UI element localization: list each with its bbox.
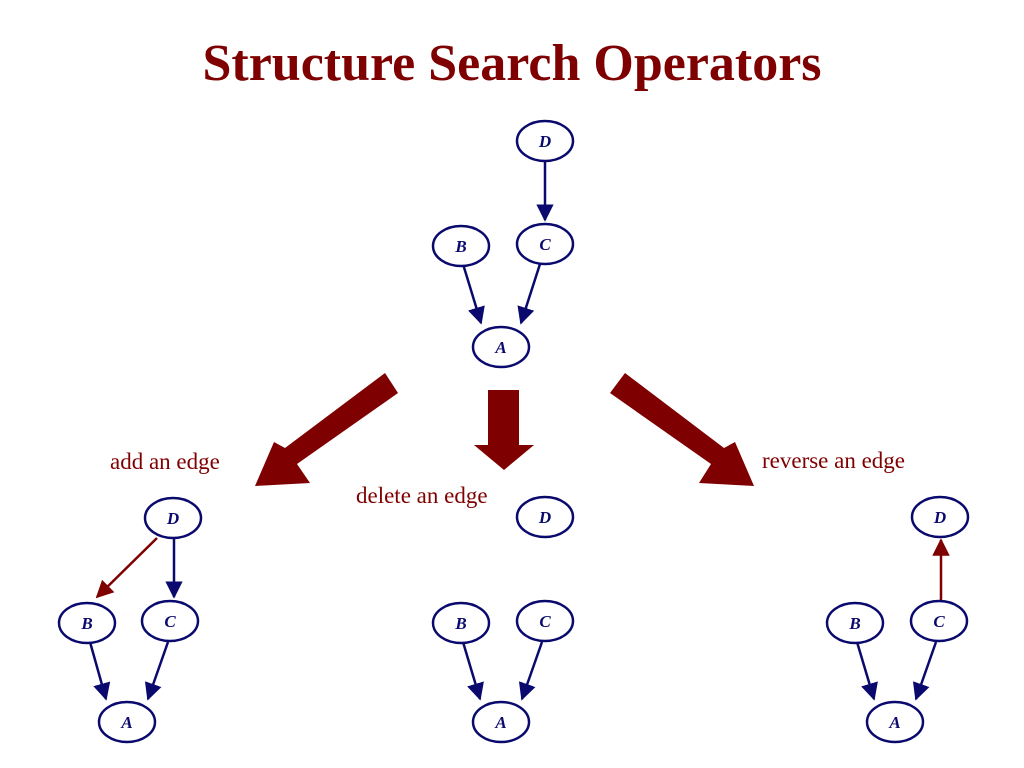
edge-c-a	[912, 641, 938, 701]
reverse-edge-label: reverse an edge	[762, 448, 906, 473]
big-arrow-reverse	[610, 373, 754, 486]
node-circle	[909, 599, 969, 643]
edge-d-b-added	[95, 537, 158, 599]
node-circle	[57, 601, 117, 645]
node-c: C	[515, 222, 575, 266]
edge-b-a	[88, 641, 111, 701]
node-d: D	[910, 495, 970, 539]
big-arrow-delete	[474, 390, 534, 470]
add-edge-label: add an edge	[110, 449, 220, 474]
node-label: A	[120, 713, 132, 732]
reverse-edge-graph: D B C A	[825, 495, 970, 744]
edge-b-a	[855, 641, 878, 701]
node-label: D	[166, 509, 179, 528]
node-circle	[97, 700, 157, 744]
node-b: B	[57, 601, 117, 645]
node-label: B	[80, 614, 92, 633]
node-label: A	[494, 338, 506, 357]
node-d: D	[515, 495, 575, 539]
node-label: B	[454, 237, 466, 256]
node-circle	[825, 601, 885, 645]
node-a: A	[97, 700, 157, 744]
node-b: B	[431, 224, 491, 268]
edge-c-a	[144, 641, 170, 701]
node-label: B	[454, 614, 466, 633]
node-circle	[143, 496, 203, 540]
node-label: D	[538, 508, 551, 527]
delete-edge-label: delete an edge	[356, 483, 488, 508]
node-label: A	[888, 713, 900, 732]
edge-b-a	[461, 263, 485, 325]
delete-edge-graph: D B C A	[431, 495, 575, 744]
node-c: C	[140, 599, 200, 643]
node-circle	[865, 700, 925, 744]
node-label: B	[848, 614, 860, 633]
add-edge-graph: D B C A	[57, 496, 203, 744]
edge-b-a	[461, 641, 484, 701]
node-circle	[471, 700, 531, 744]
node-circle	[515, 495, 575, 539]
node-circle	[515, 599, 575, 643]
node-circle	[471, 325, 531, 369]
node-circle	[431, 601, 491, 645]
node-circle	[140, 599, 200, 643]
edge-c-a	[517, 263, 542, 325]
node-c: C	[909, 599, 969, 643]
node-b: B	[431, 601, 491, 645]
node-a: A	[471, 325, 531, 369]
node-circle	[515, 222, 575, 266]
node-a: A	[471, 700, 531, 744]
original-graph: D C B A	[431, 119, 575, 369]
node-label: D	[538, 132, 551, 151]
node-a: A	[865, 700, 925, 744]
node-d: D	[515, 119, 575, 163]
node-circle	[431, 224, 491, 268]
node-b: B	[825, 601, 885, 645]
node-c: C	[515, 599, 575, 643]
node-label: C	[539, 235, 551, 254]
edge-c-a	[518, 641, 544, 701]
node-label: C	[933, 612, 945, 631]
node-circle	[910, 495, 970, 539]
node-label: C	[539, 612, 551, 631]
node-circle	[515, 119, 575, 163]
node-label: A	[494, 713, 506, 732]
node-d: D	[143, 496, 203, 540]
slide-title: Structure Search Operators	[202, 35, 822, 92]
node-label: D	[933, 508, 946, 527]
node-label: C	[164, 612, 176, 631]
big-arrow-add	[255, 373, 398, 486]
